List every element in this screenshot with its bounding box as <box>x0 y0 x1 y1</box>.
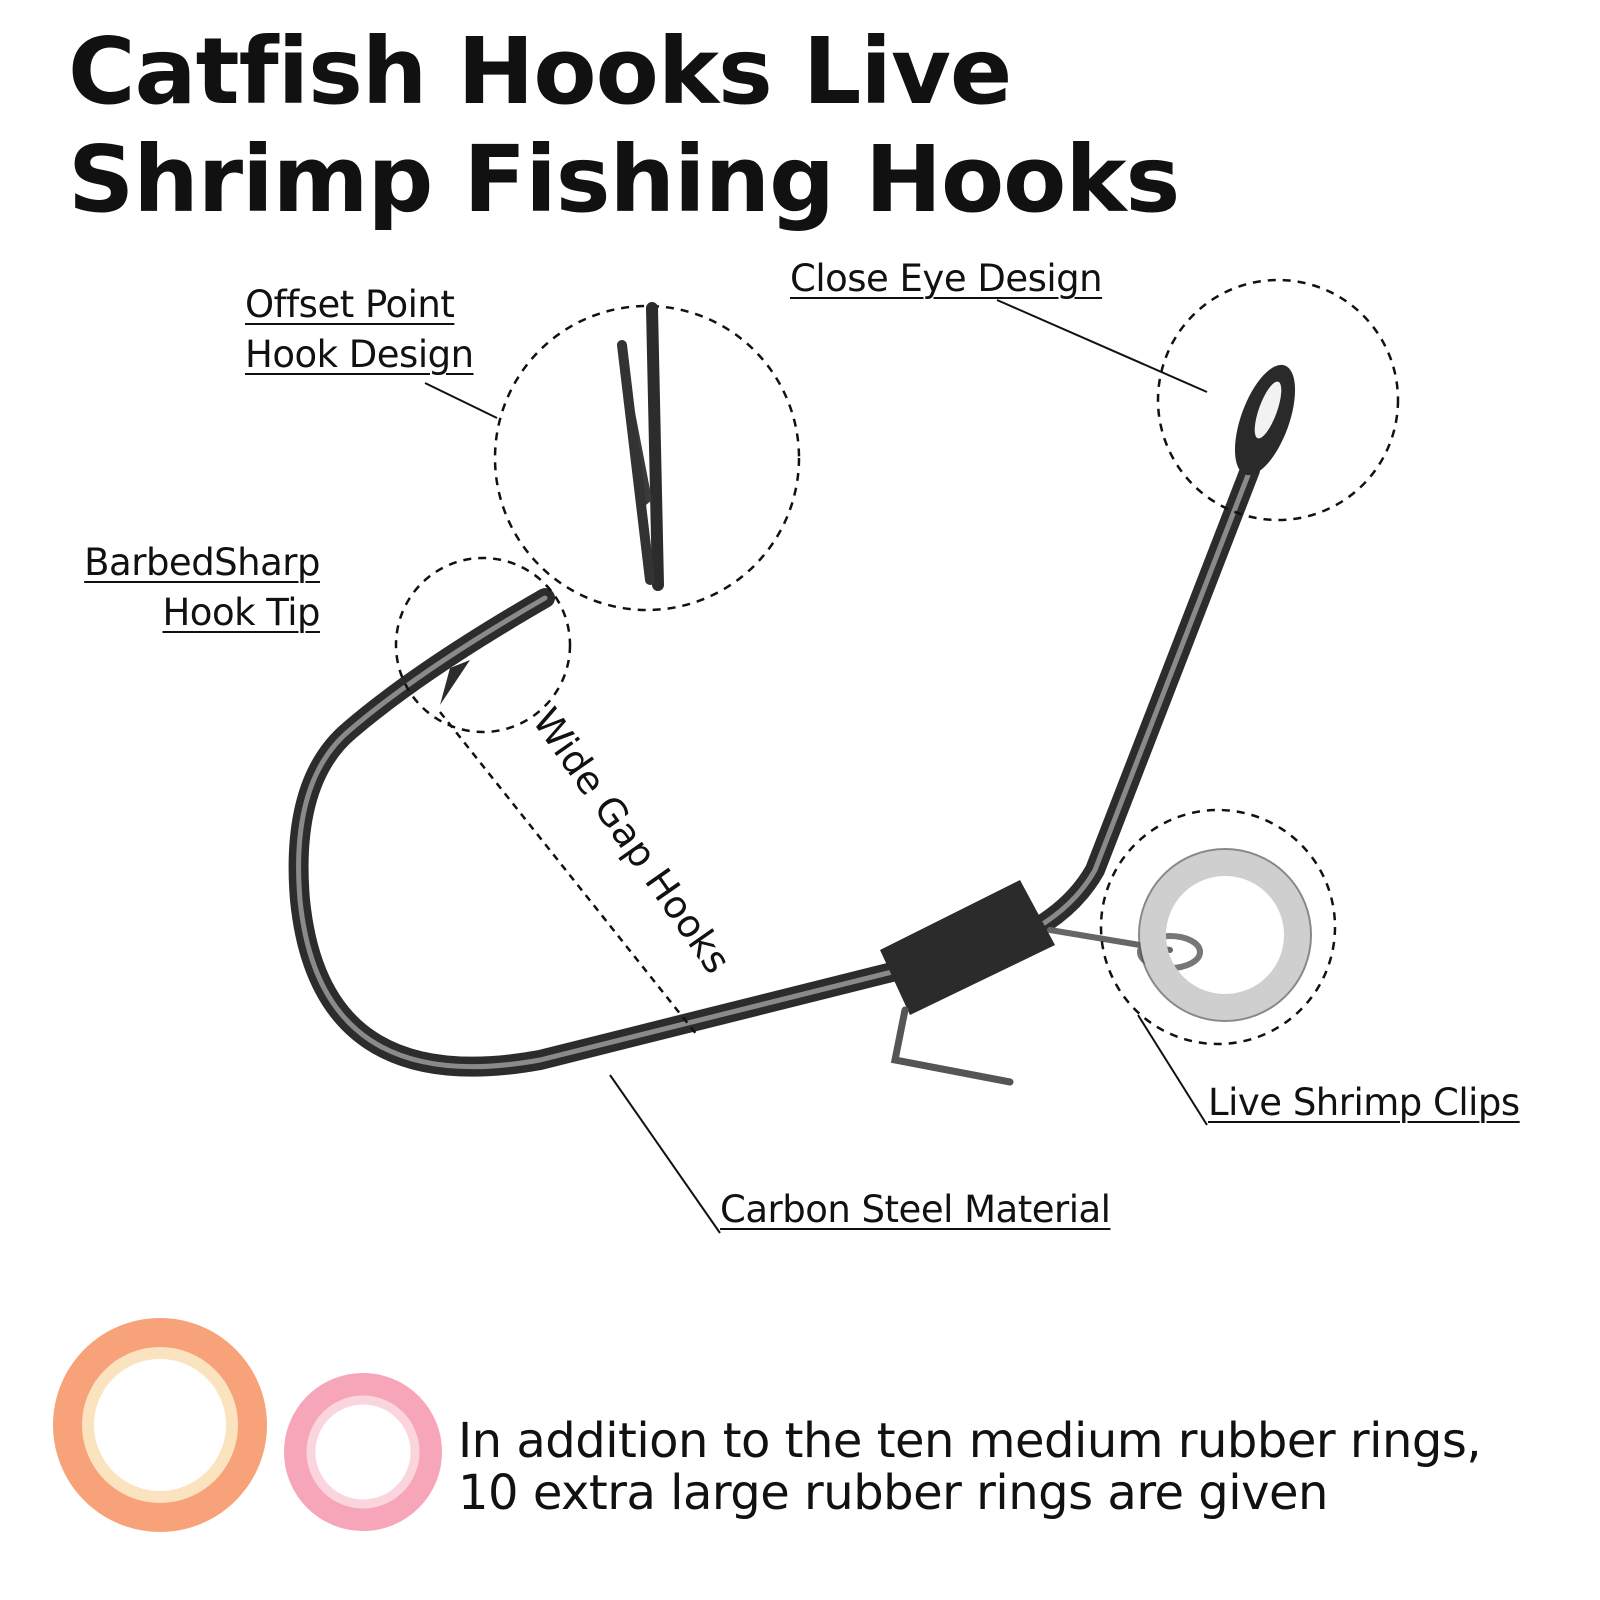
close-eye-label: Close Eye Design <box>790 257 1103 300</box>
hook-shank-highlight <box>296 467 1253 1070</box>
rubber-rings-note-line-2: 10 extra large rubber rings are given <box>458 1465 1328 1521</box>
large-rubber-ring-inner <box>82 1347 238 1503</box>
wide-gap-line <box>439 711 698 1036</box>
offset-point-label: Offset Point Hook Design <box>245 283 474 376</box>
shank-sleeve <box>880 880 1055 1015</box>
shrimp-clips-leader <box>1137 1014 1208 1126</box>
bottom-clip-wire <box>890 1006 1014 1086</box>
carbon-steel-label: Carbon Steel Material <box>720 1188 1111 1231</box>
offset-point-detail <box>493 302 801 612</box>
hook-shank <box>288 460 1260 1077</box>
title-line-1: Catfish Hooks Live <box>68 18 1012 125</box>
barbed-sharp-label: BarbedSharp Hook Tip <box>84 541 320 634</box>
carbon-steel-leader <box>609 1074 721 1234</box>
offset-point-leader <box>424 382 498 419</box>
page-title: Catfish Hooks Live Shrimp Fishing Hooks <box>68 18 1180 234</box>
rubber-rings-note: In addition to the ten medium rubber rin… <box>458 1413 1482 1521</box>
hook-eye <box>1234 364 1296 476</box>
rubber-rings-note-line-1: In addition to the ten medium rubber rin… <box>458 1413 1482 1469</box>
close-eye-leader <box>996 299 1208 393</box>
barbed-tip-circle <box>394 556 572 734</box>
clip-rubber-ring-edge <box>1138 848 1312 1022</box>
small-rubber-ring-inner <box>306 1395 420 1509</box>
rubber-rings-group <box>53 1318 442 1532</box>
live-shrimp-clips-label: Live Shrimp Clips <box>1208 1081 1520 1124</box>
large-rubber-ring <box>53 1318 267 1532</box>
small-rubber-ring <box>284 1373 442 1531</box>
title-line-2: Shrimp Fishing Hooks <box>68 126 1180 233</box>
hook-illustration <box>288 364 1312 1086</box>
clip-rubber-ring <box>1140 850 1310 1020</box>
shrimp-clip-circle <box>1099 808 1337 1046</box>
hook-barb <box>440 660 470 705</box>
close-eye-circle <box>1156 278 1400 522</box>
